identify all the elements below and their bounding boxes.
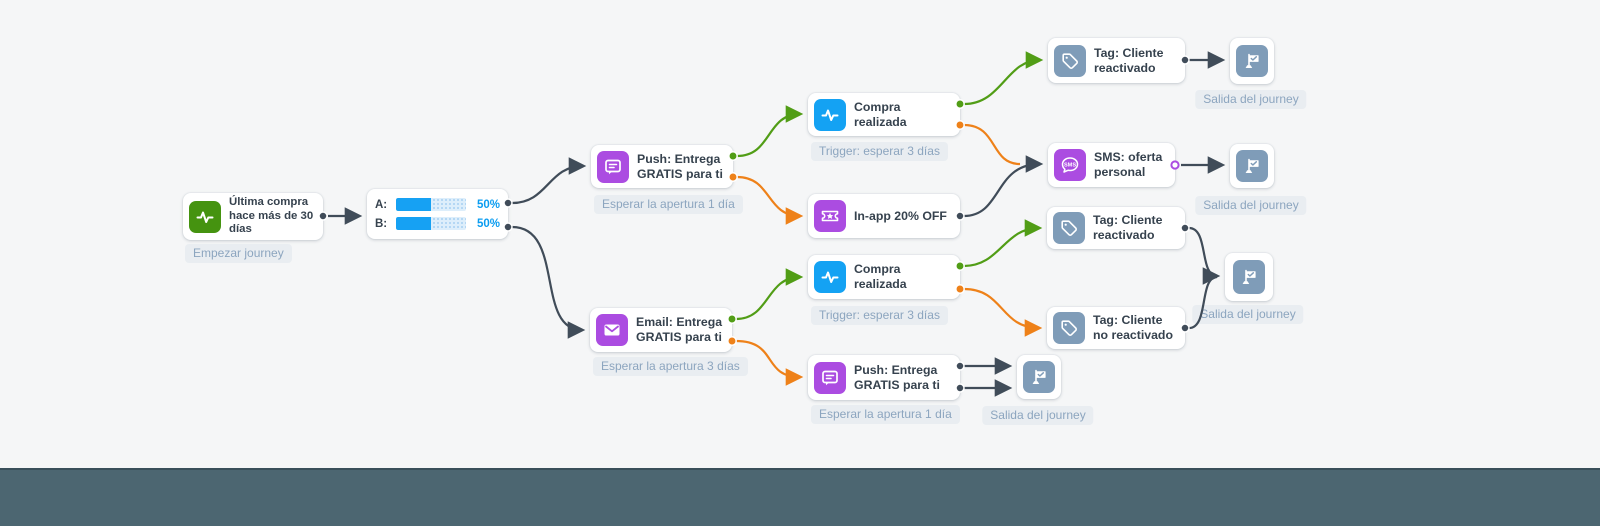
node-ab-split[interactable]: A: 50% B: 50% [367,189,508,239]
connector-push-not-opened [736,175,804,225]
ab-row-a: A: 50% [375,198,500,211]
node-compra-top[interactable]: Compra realizada [808,93,960,136]
node-title: Push: Entrega GRATIS para ti [854,362,940,392]
node-title: Última compra hace más de 30 días [229,195,314,236]
node-tag-reactivado[interactable]: Tag: Cliente reactivado [1047,207,1185,249]
node-push-bottom[interactable]: Push: Entrega GRATIS para ti [808,355,960,400]
connector-compra-yes-bottom [963,219,1043,268]
journey-exit-flag-icon [1023,361,1055,393]
exit-label: Salida del journey [982,406,1094,425]
connector-compra-yes-top [963,51,1044,106]
journey-exit-flag-icon [1233,260,1265,294]
trigger-badge: Trigger: esperar 3 días [811,142,948,161]
wait-badge: Esperar la apertura 1 día [811,405,960,424]
node-email[interactable]: Email: Entrega GRATIS para ti [590,308,732,352]
ab-label-a: A: [375,198,388,211]
node-title: Tag: Cliente no reactivado [1093,313,1173,342]
connector-compra-no-to-sms [963,123,1021,166]
node-title: Compra realizada [854,262,907,291]
journey-exit-flag-icon [1236,150,1268,182]
start-journey-badge: Empezar journey [185,244,292,263]
node-title: Email: Entrega GRATIS para ti [636,315,723,344]
push-message-icon [814,361,846,394]
activity-icon [814,261,846,293]
tag-icon [1053,312,1085,344]
connector-ab-to-push-top [511,157,587,205]
ab-bar-a [396,198,466,211]
email-icon [596,314,628,346]
node-compra-bottom[interactable]: Compra realizada [808,255,960,299]
node-title: Tag: Cliente reactivado [1093,213,1163,242]
wait-badge: Esperar la apertura 1 día [594,195,743,214]
node-title: Compra realizada [854,99,907,129]
node-title: Push: Entrega GRATIS para ti [637,151,723,181]
connector-tag-react-to-exit [1188,226,1221,285]
activity-icon [189,200,221,233]
node-start-trigger[interactable]: Última compra hace más de 30 días [183,193,323,240]
activity-icon [814,98,846,131]
ab-row-b: B: 50% [375,217,500,230]
node-sms[interactable]: SMS SMS: oferta personal [1048,143,1175,187]
coupon-icon [814,200,846,232]
exit-node-4[interactable] [1017,355,1061,399]
sms-icon: SMS [1054,149,1086,181]
exit-node-1[interactable] [1230,38,1274,84]
connector-push-opened [736,105,804,158]
exit-label: Salida del journey [1192,305,1304,324]
ab-percent-b: 50% [476,217,500,230]
ab-percent-a: 50% [476,198,500,211]
node-title: SMS: oferta personal [1094,150,1163,179]
ab-bar-fill [396,198,431,211]
ab-label-b: B: [375,217,388,230]
journey-exit-flag-icon [1236,45,1268,77]
node-tag-no-reactivado[interactable]: Tag: Cliente no reactivado [1047,307,1185,349]
connector-compra-no-bottom [963,287,1043,337]
exit-label: Salida del journey [1195,90,1307,109]
connector-email-opened [735,268,804,321]
wait-badge: Esperar la apertura 3 días [593,357,748,376]
ab-bar-b [396,217,466,230]
node-push-top[interactable]: Push: Entrega GRATIS para ti [591,145,733,188]
ab-bar-fill [396,217,431,230]
exit-node-3[interactable] [1225,253,1273,301]
ab-rows: A: 50% B: 50% [375,198,500,230]
connector-inapp-to-sms [963,155,1044,218]
exit-label: Salida del journey [1195,196,1307,215]
node-title: Tag: Cliente reactivado [1094,45,1164,75]
push-message-icon [597,150,629,183]
trigger-badge: Trigger: esperar 3 días [811,306,948,325]
exit-node-2[interactable] [1230,144,1274,188]
node-tag-top[interactable]: Tag: Cliente reactivado [1048,38,1185,83]
node-inapp[interactable]: In-app 20% OFF [808,194,960,238]
connector-ab-to-email [511,225,586,339]
tag-icon [1053,212,1085,244]
svg-text:SMS: SMS [1064,162,1076,168]
tag-icon [1054,44,1086,77]
bottom-panel [0,468,1600,526]
node-title: In-app 20% OFF [854,208,947,223]
